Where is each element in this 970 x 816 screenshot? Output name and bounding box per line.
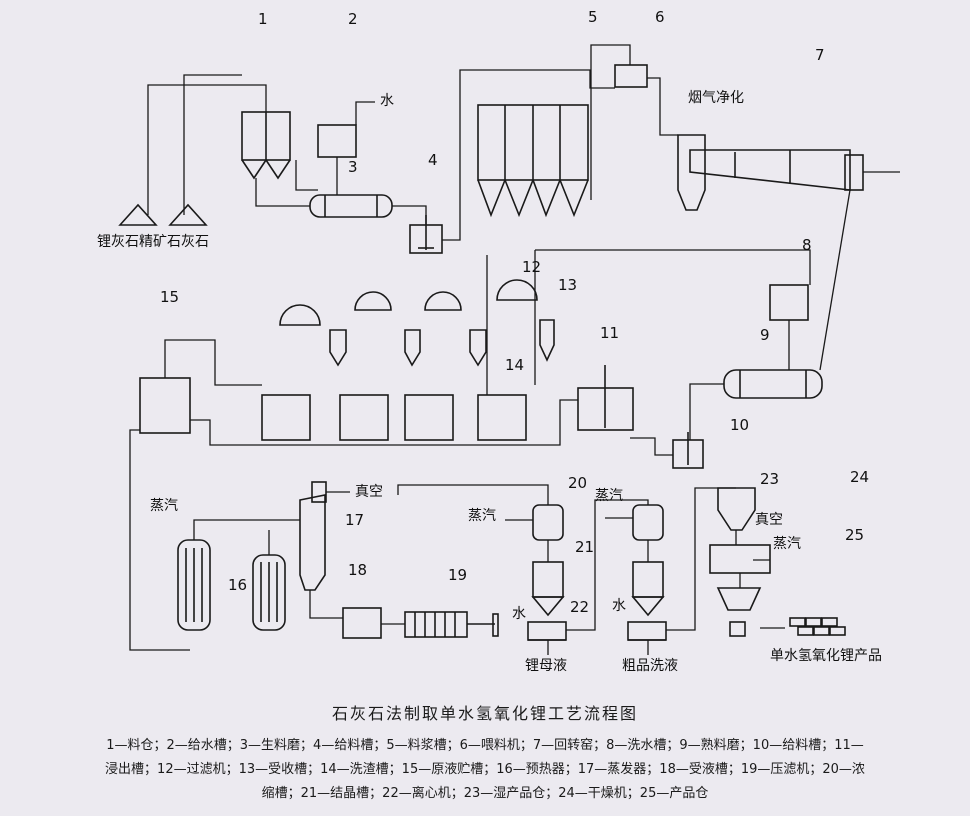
number-14: 14 [505, 356, 524, 374]
vacuum-label-1: 真空 [355, 484, 383, 500]
filter-group-12-14 [261, 279, 555, 441]
steam-label-4: 蒸汽 [773, 536, 801, 552]
rotary-kiln-7 [677, 134, 864, 211]
number-5: 5 [588, 8, 598, 26]
number-11: 11 [600, 324, 619, 342]
vacuum-label-2: 真空 [755, 512, 783, 528]
liquor-storage-15 [139, 377, 191, 434]
pipe-network [129, 44, 900, 655]
filter-press-19 [404, 611, 499, 638]
flue-gas-label: 烟气净化 [688, 90, 744, 106]
evaporator-17 [299, 481, 327, 591]
number-24: 24 [850, 468, 869, 486]
slurry-tank-5 [477, 104, 589, 218]
leach-tank-11 [577, 365, 634, 431]
water-tank-2 [317, 124, 357, 158]
water-label: 水 [380, 93, 394, 109]
stockpile-icon [118, 203, 208, 226]
steam-label-3: 蒸汽 [595, 488, 623, 504]
product-bin-25 [716, 587, 762, 637]
legend-line-2: 浸出槽；12—过滤机；13—受收槽；14—洗渣槽；15—原液贮槽；16—预热器；… [105, 762, 865, 777]
figure-title: 石灰石法制取单水氢氧化锂工艺流程图 [331, 704, 638, 723]
number-9: 9 [760, 326, 770, 344]
number-7: 7 [815, 46, 825, 64]
feeder-6 [614, 64, 648, 88]
dryer-24 [709, 544, 771, 574]
water-label-3: 水 [612, 598, 626, 614]
wet-product-bin-23 [717, 487, 756, 531]
concentrator-crystallizer-centrifuge-right [627, 504, 667, 641]
process-flow-svg: 锂灰石精矿石灰石 水 烟气净化 蒸汽 真空 蒸汽 蒸汽 真空 蒸汽 水 水 锂母… [97, 8, 900, 674]
number-18: 18 [348, 561, 367, 579]
number-10: 10 [730, 416, 749, 434]
equipment-legend: 1—料仓；2—给水槽；3—生料磨；4—给料槽；5—料浆槽；6—喂料机；7—回转窑… [0, 734, 970, 806]
number-6: 6 [655, 8, 665, 26]
number-13: 13 [558, 276, 577, 294]
steam-label-2: 蒸汽 [468, 508, 496, 524]
raw-mill-3 [309, 194, 393, 218]
concentrator-20-crystallizer-21-centrifuge-22 [527, 504, 567, 641]
number-4: 4 [428, 151, 438, 169]
number-23: 23 [760, 470, 779, 488]
product-bags-icon [789, 617, 846, 636]
number-16: 16 [228, 576, 247, 594]
wash-water-tank-8 [769, 284, 809, 321]
legend-line-3: 缩槽；21—结晶槽；22—离心机；23—湿产品仓；24—干燥机；25—产品仓 [261, 786, 709, 801]
water-label-2: 水 [512, 606, 526, 622]
number-8: 8 [802, 236, 812, 254]
raw-materials-label: 锂灰石精矿石灰石 [97, 234, 209, 250]
number-1: 1 [258, 10, 268, 28]
clinker-mill-9 [723, 369, 823, 399]
crude-wash-label: 粗品洗液 [622, 658, 678, 674]
legend-line-1: 1—料仓；2—给水槽；3—生料磨；4—给料槽；5—料浆槽；6—喂料机；7—回转窑… [106, 738, 864, 753]
number-22: 22 [570, 598, 589, 616]
steam-label-1: 蒸汽 [150, 498, 178, 514]
number-17: 17 [345, 511, 364, 529]
number-21: 21 [575, 538, 594, 556]
number-12: 12 [522, 258, 541, 276]
feed-tank-10 [672, 432, 704, 469]
mother-liquor-label: 锂母液 [525, 658, 567, 674]
number-19: 19 [448, 566, 467, 584]
receiver-tank-18 [342, 607, 382, 639]
number-20: 20 [568, 474, 587, 492]
silo-1 [241, 111, 291, 180]
number-3: 3 [348, 158, 358, 176]
number-25: 25 [845, 526, 864, 544]
product-label: 单水氢氧化锂产品 [770, 648, 882, 664]
figure-caption: 石灰石法制取单水氢氧化锂工艺流程图 1—料仓；2—给水槽；3—生料磨；4—给料槽… [0, 700, 970, 806]
number-2: 2 [348, 10, 358, 28]
number-15: 15 [160, 288, 179, 306]
